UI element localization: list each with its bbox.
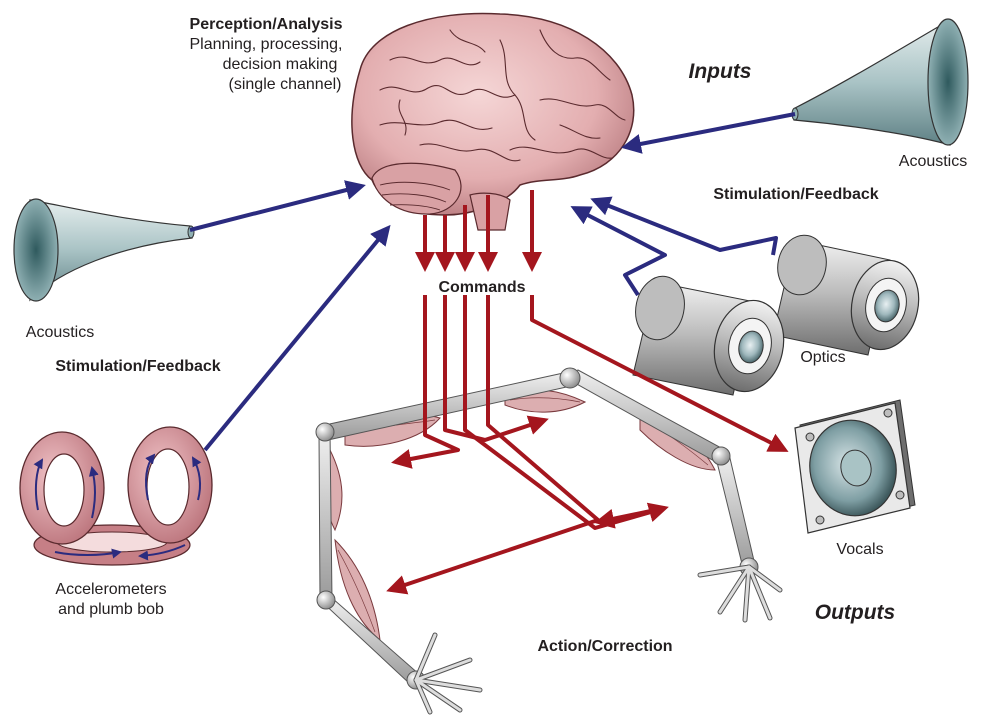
- perception-line-1: Planning, processing,: [190, 36, 343, 53]
- optics-camera-front: [630, 272, 792, 398]
- speaker-vocals: [795, 400, 915, 533]
- arrow-optics-back: [594, 200, 776, 255]
- inputs-heading: Inputs: [689, 60, 752, 83]
- perception-line-2: decision making: [223, 56, 338, 73]
- accelerometer-rings: [20, 427, 212, 565]
- commands-label: Commands: [438, 279, 525, 296]
- arrow-acoustics-left: [190, 186, 362, 230]
- acoustics-label-left: Acoustics: [26, 324, 94, 341]
- optics-camera-back: [772, 231, 926, 356]
- optics-label: Optics: [800, 349, 845, 366]
- perception-title: Perception/Analysis: [190, 16, 343, 33]
- vocals-label: Vocals: [836, 541, 883, 558]
- perception-line-3: (single channel): [229, 76, 342, 93]
- skeleton-arm: [316, 368, 780, 712]
- brain-illustration: [352, 13, 634, 230]
- action-correction-label: Action/Correction: [537, 638, 672, 655]
- accelerometers-line-1: Accelerometers: [55, 581, 166, 598]
- stimulation-feedback-label-left: Stimulation/Feedback: [55, 358, 220, 375]
- acoustic-horn-right: [792, 19, 968, 145]
- arrow-acoustics-right: [625, 114, 795, 147]
- arrow-vestibular: [205, 228, 388, 450]
- acoustics-label-right: Acoustics: [899, 153, 967, 170]
- accelerometers-line-2: and plumb bob: [58, 601, 164, 618]
- stimulation-feedback-label-right: Stimulation/Feedback: [713, 186, 878, 203]
- outputs-heading: Outputs: [815, 601, 895, 624]
- cmd-action-back: [598, 508, 665, 522]
- acoustic-horn-left: [14, 199, 194, 301]
